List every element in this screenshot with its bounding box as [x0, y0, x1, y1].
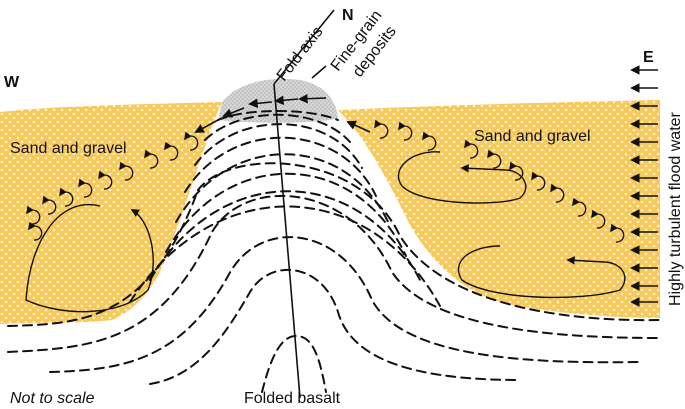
folded-basalt-layers: [7, 110, 661, 393]
large-eddy-right-upper: [397, 151, 527, 204]
fold-axis-line: [273, 83, 301, 399]
large-eddy-left: [25, 203, 154, 313]
scale-note-label: Not to scale: [10, 390, 95, 407]
flood-water-label: Highly turbulent flood water: [667, 111, 684, 306]
north-line: [273, 9, 335, 85]
fold-axis-label: Fold axis: [274, 24, 327, 85]
north-label: N: [342, 7, 354, 24]
large-eddy-right-lower: [457, 245, 626, 299]
sediment-left: [0, 102, 222, 324]
west-label: W: [4, 74, 20, 91]
sand-gravel-left-label: Sand and gravel: [10, 140, 127, 157]
crest-flow-arrows: [194, 93, 371, 133]
fine-grain-leader: [311, 65, 327, 79]
flood-water-arrows: [630, 65, 658, 307]
folded-basalt-label: Folded basalt: [244, 390, 341, 407]
eddy-icon-group-right: [374, 119, 625, 243]
eddy-icon-group-left: [26, 131, 199, 241]
east-label: E: [643, 49, 654, 66]
sand-gravel-right-label: Sand and gravel: [474, 128, 591, 145]
